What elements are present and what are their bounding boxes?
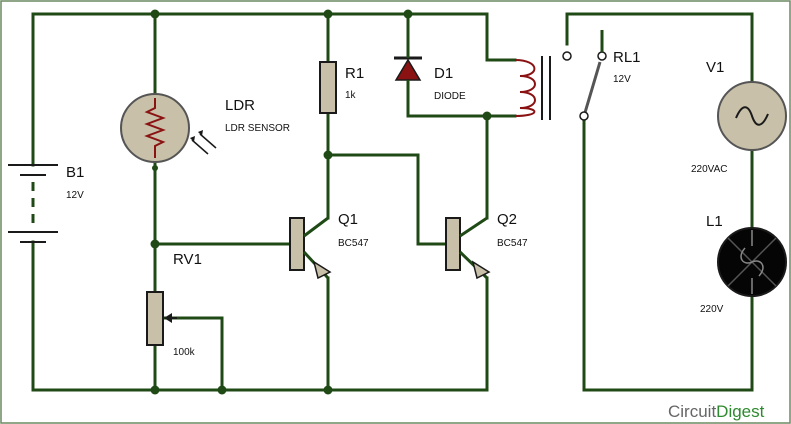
l1-name: L1 bbox=[706, 213, 723, 230]
light-arrowheads-icon bbox=[190, 130, 203, 142]
junction-dot bbox=[150, 385, 160, 395]
ldr-sensor bbox=[120, 93, 217, 163]
bottom-rail-wire bbox=[31, 240, 489, 392]
junction-dot bbox=[152, 165, 158, 171]
lamp-filament-icon bbox=[740, 230, 764, 294]
junction-dot bbox=[323, 385, 333, 395]
rv1-name: RV1 bbox=[173, 251, 202, 268]
relay-contact-nc bbox=[597, 51, 607, 61]
d1-triangle bbox=[394, 58, 422, 81]
junction-dot bbox=[323, 150, 333, 160]
d1-bottom-wire bbox=[406, 90, 489, 118]
junction-dot bbox=[403, 9, 413, 19]
q1-name: Q1 bbox=[338, 211, 358, 228]
ac-source-v1 bbox=[717, 81, 787, 151]
q2-base-bar bbox=[445, 217, 461, 271]
top-rail-wire bbox=[31, 12, 517, 62]
rv1-wiper-wire bbox=[162, 316, 224, 392]
brand-suffix: Digest bbox=[716, 402, 764, 421]
junctions bbox=[150, 9, 492, 395]
resistor-r1 bbox=[319, 61, 337, 114]
ldr-resistor-zigzag bbox=[144, 98, 166, 158]
ldr-name: LDR bbox=[225, 97, 255, 114]
junction-dot bbox=[150, 239, 160, 249]
circuitdigest-logo: CircuitDigest bbox=[668, 402, 765, 421]
potentiometer-rv1 bbox=[146, 291, 177, 346]
relay-contact-com bbox=[579, 111, 589, 121]
q2-value: BC547 bbox=[497, 238, 528, 249]
diode-d1 bbox=[394, 42, 422, 92]
relay-rl1 bbox=[514, 30, 607, 121]
lamp-l1 bbox=[717, 227, 787, 297]
junction-dot bbox=[323, 9, 333, 19]
d1-value: DIODE bbox=[434, 91, 466, 102]
r1-name: R1 bbox=[345, 65, 364, 82]
q1-value: BC547 bbox=[338, 238, 369, 249]
q1-emitter-arrow-icon bbox=[312, 260, 332, 280]
relay-contact-no bbox=[562, 51, 572, 61]
v1-name: V1 bbox=[706, 59, 724, 76]
relay-switch-arm bbox=[582, 61, 602, 117]
light-arrows-icon bbox=[191, 133, 217, 155]
l1-value: 220V bbox=[700, 304, 724, 315]
q2-name: Q2 bbox=[497, 211, 517, 228]
coil-bottom-wire bbox=[485, 114, 517, 220]
q2-base-wire bbox=[326, 153, 448, 246]
labels: B1 12V LDR LDR SENSOR RV1 100k R1 1k D1 … bbox=[66, 49, 728, 358]
battery-b1 bbox=[8, 164, 58, 243]
mains-bottom-wire bbox=[582, 120, 754, 392]
junction-dot bbox=[482, 111, 492, 121]
junction-dot bbox=[150, 9, 160, 19]
transistor-q2 bbox=[445, 216, 491, 280]
sine-wave-icon bbox=[735, 106, 769, 126]
b1-value: 12V bbox=[66, 190, 84, 201]
b1-name: B1 bbox=[66, 164, 84, 181]
junction-dot bbox=[217, 385, 227, 395]
relay-coil bbox=[514, 59, 536, 117]
transistor-q1 bbox=[289, 216, 332, 280]
brand-prefix: Circuit bbox=[668, 402, 716, 421]
ldr-value: LDR SENSOR bbox=[225, 123, 290, 134]
wires bbox=[31, 12, 754, 392]
rl1-value: 12V bbox=[613, 74, 631, 85]
r1-body bbox=[319, 61, 337, 114]
d1-name: D1 bbox=[434, 65, 453, 82]
v1-value: 220VAC bbox=[691, 164, 728, 175]
q1-base-bar bbox=[289, 217, 305, 271]
rv1-body bbox=[146, 291, 164, 346]
q2-emitter-arrow-icon bbox=[471, 260, 491, 280]
rv1-wiper-arrow-icon bbox=[164, 313, 172, 323]
rv1-value: 100k bbox=[173, 347, 196, 358]
r1-value: 1k bbox=[345, 90, 357, 101]
rl1-name: RL1 bbox=[613, 49, 641, 66]
mains-top-wire bbox=[565, 12, 754, 82]
